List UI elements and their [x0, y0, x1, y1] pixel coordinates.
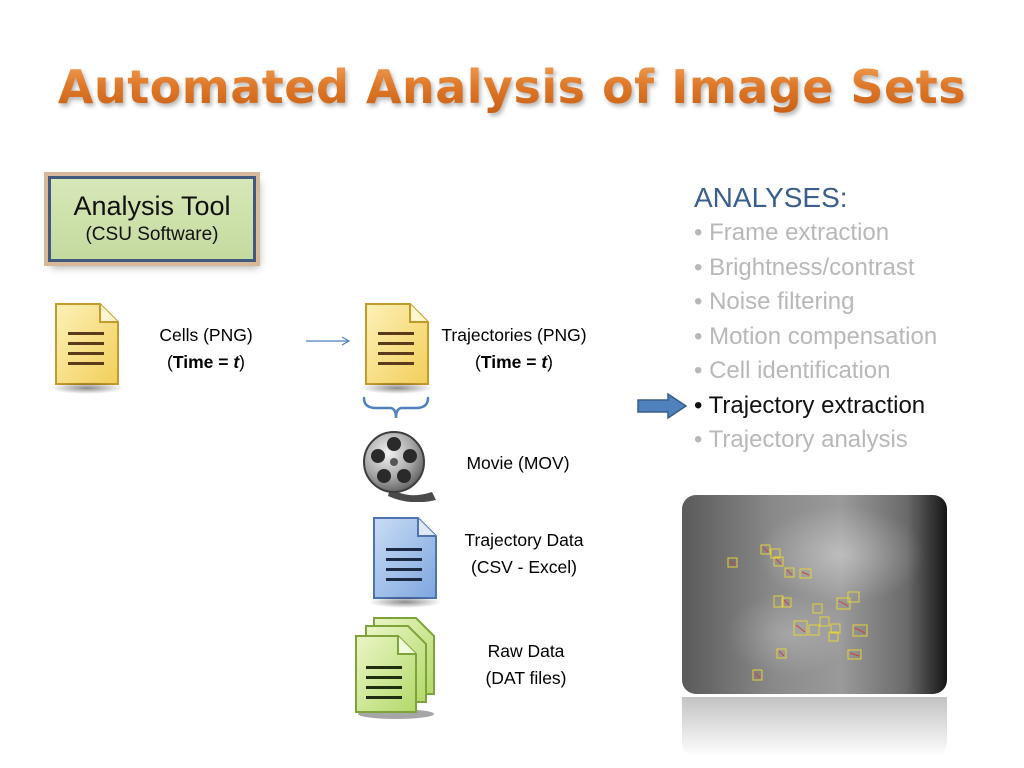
slide-title: Automated Analysis of Image Sets: [0, 60, 1024, 114]
cells-label-line2: (Time = t): [167, 352, 245, 372]
analysis-tool-box: Analysis Tool (CSU Software): [48, 176, 256, 262]
flow-arrow-icon: [306, 336, 351, 346]
trajectory-data-label-line2: (CSV - Excel): [471, 557, 577, 577]
microscope-image: [682, 495, 947, 694]
analysis-item-motion-compensation: • Motion compensation: [694, 322, 938, 350]
microscope-image-reflection: [682, 697, 947, 757]
trajectory-data-label-line1: Trajectory Data: [464, 530, 584, 550]
trajectory-data-label: Trajectory Data (CSV - Excel): [448, 527, 600, 581]
analysis-item-brightness-contrast: • Brightness/contrast: [694, 253, 915, 281]
raw-data-label-line2: (DAT files): [485, 668, 567, 688]
analysis-item-trajectory-extraction: • Trajectory extraction: [694, 391, 926, 419]
analysis-item-frame-extraction: • Frame extraction: [694, 219, 890, 246]
trajectories-label-line2: (Time = t): [475, 352, 553, 372]
trajectories-label: Trajectories (PNG) (Time = t): [428, 322, 600, 376]
trajectories-label-line1: Trajectories (PNG): [441, 325, 587, 345]
movie-label: Movie (MOV): [466, 453, 570, 473]
analysis-item-cell-identification: • Cell identification: [694, 357, 891, 384]
cells-document-icon: [50, 302, 124, 394]
stacked-green-documents-icon: [355, 617, 435, 719]
cells-label: Cells (PNG) (Time = t): [138, 322, 274, 376]
film-reel-icon: [363, 431, 436, 502]
analysis-tool-subtitle: (CSU Software): [85, 224, 219, 245]
cells-label-line1: Cells (PNG): [159, 325, 253, 345]
raw-data-label-line1: Raw Data: [487, 641, 565, 661]
cell-tracking-overlay: [727, 544, 868, 681]
analysis-tool-title: Analysis Tool: [73, 191, 231, 221]
analyses-list: ANALYSES: • Frame extraction • Brightnes…: [694, 182, 1014, 458]
analysis-item-noise-filtering: • Noise filtering: [694, 288, 855, 315]
analyses-heading: ANALYSES:: [694, 182, 848, 213]
raw-data-label: Raw Data (DAT files): [456, 638, 596, 692]
right-arrow-icon: [637, 392, 688, 420]
curly-brace-icon: [362, 396, 430, 419]
trajectory-data-document-icon: [368, 516, 442, 608]
trajectories-document-icon: [360, 302, 434, 394]
analysis-item-trajectory-analysis: • Trajectory analysis: [694, 426, 908, 453]
